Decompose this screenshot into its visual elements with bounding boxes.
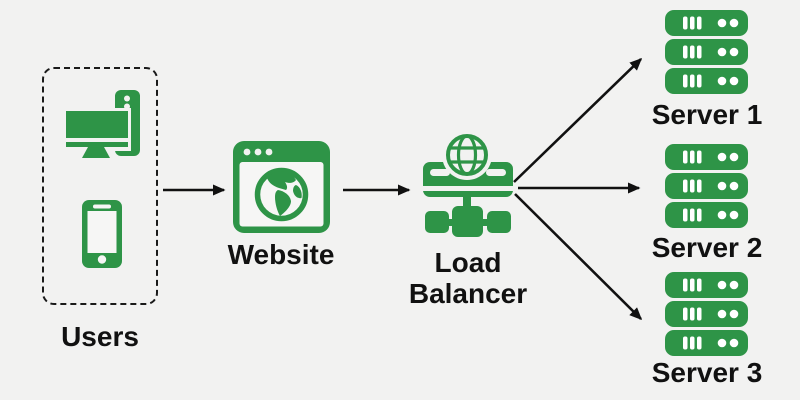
server-rack-icon [665,144,748,228]
server-3-label: Server 3 [651,357,763,388]
server-rack-icon [665,272,748,356]
website-label: Website [227,239,335,270]
smartphone-icon [82,200,122,268]
load-balancer-icon [423,133,513,237]
arrow-loadbalancer-server1 [513,57,643,183]
server-1-label: Server 1 [651,99,763,130]
load-balancer-label: Load Balancer [408,247,528,310]
server-2-label: Server 2 [651,232,763,263]
users-label: Users [61,321,139,352]
desktop-computer-icon [63,90,140,158]
server-rack-icon [665,10,748,94]
users-group-box [42,67,158,305]
website-browser-icon [233,141,330,233]
